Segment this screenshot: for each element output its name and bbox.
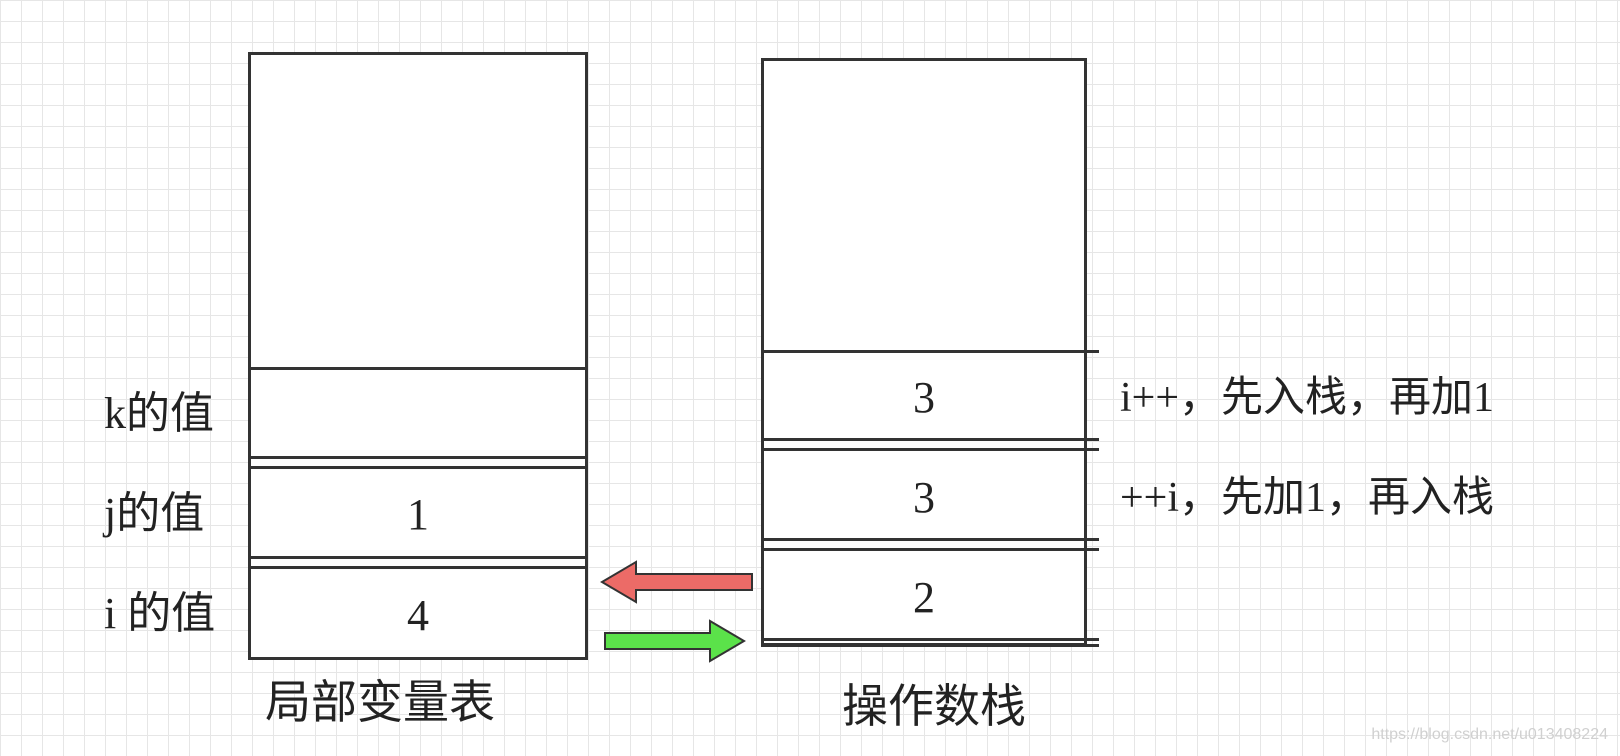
watermark: https://blog.csdn.net/u013408224 bbox=[1371, 726, 1608, 743]
operand-stack-divider bbox=[761, 438, 1099, 441]
local-table-divider bbox=[248, 556, 588, 559]
local-table-divider bbox=[248, 456, 588, 459]
right-arrow-icon bbox=[604, 619, 746, 663]
local-cell-j-value: 1 bbox=[407, 490, 429, 539]
row-label-j: j的值 bbox=[104, 489, 205, 538]
operand-cell-value: 3 bbox=[913, 473, 935, 522]
note-pre-increment: ++i，先加1，再入栈 bbox=[1120, 475, 1495, 521]
operand-stack-divider bbox=[761, 448, 1099, 451]
operand-stack-divider bbox=[761, 644, 1099, 647]
operand-stack-divider bbox=[761, 638, 1099, 641]
local-table-divider bbox=[248, 367, 588, 370]
operand-stack-divider bbox=[761, 538, 1099, 541]
local-table-divider bbox=[248, 466, 588, 469]
row-label-i: i 的值 bbox=[104, 589, 216, 638]
operand-cell-value: 3 bbox=[913, 373, 935, 422]
note-post-increment: i++，先入栈，再加1 bbox=[1120, 375, 1495, 421]
local-cell-i-value: 4 bbox=[407, 591, 429, 640]
operand-stack-divider bbox=[761, 548, 1099, 551]
left-arrow-icon bbox=[600, 560, 753, 604]
local-table-divider bbox=[248, 566, 588, 569]
operand-stack-divider bbox=[761, 350, 1099, 353]
local-variable-table-caption: 局部变量表 bbox=[265, 677, 495, 728]
operand-cell-value: 2 bbox=[913, 573, 935, 622]
row-label-k: k的值 bbox=[104, 389, 214, 438]
operand-stack-caption: 操作数栈 bbox=[842, 681, 1026, 732]
